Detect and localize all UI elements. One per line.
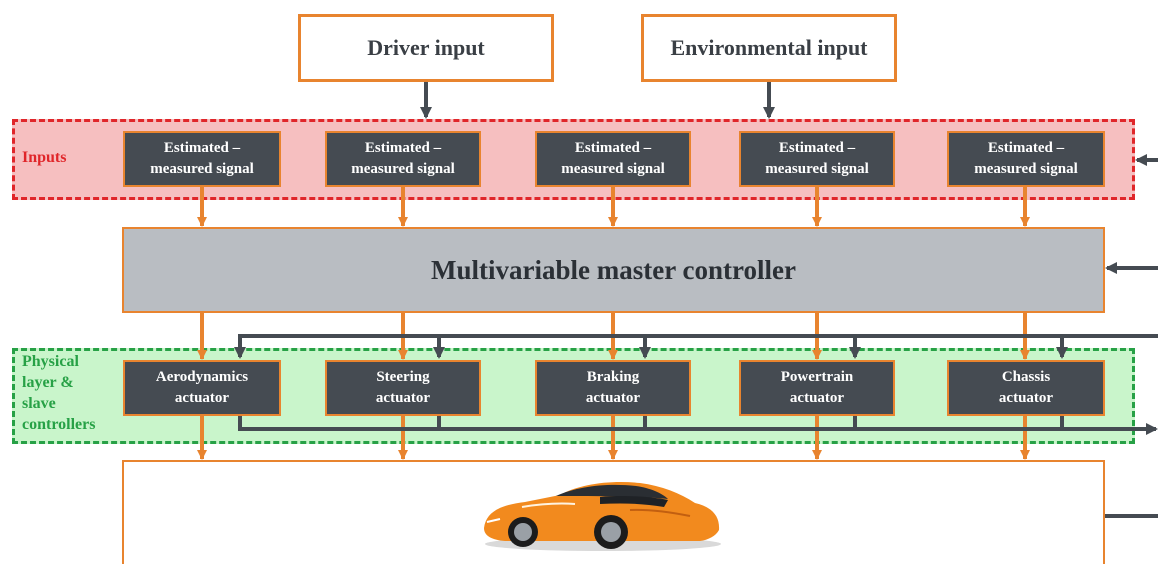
powertrain-actuator-box: Powertrain actuator	[739, 360, 895, 416]
signal-line2: measured signal	[974, 161, 1078, 177]
signal-line1: Estimated –	[163, 140, 241, 156]
chassis-actuator-box: Chassis actuator	[947, 360, 1105, 416]
actuator-line2: actuator	[375, 390, 431, 406]
actuator-line1: Steering	[376, 369, 430, 385]
physical-label-line: slave	[22, 395, 56, 412]
signal-box-3: Estimated – measured signal	[535, 131, 691, 187]
driver-input-label: Driver input	[367, 35, 485, 60]
actuator-line2: actuator	[789, 390, 845, 406]
signal-line1: Estimated –	[364, 140, 442, 156]
sports-car-image	[484, 482, 721, 551]
actuator-line1: Braking	[586, 369, 640, 385]
master-controller-label: Multivariable master controller	[431, 254, 796, 285]
actuator-line2: actuator	[585, 390, 641, 406]
actuator-line2: actuator	[174, 390, 230, 406]
signal-line2: measured signal	[765, 161, 869, 177]
physical-label-line: Physical	[22, 353, 79, 370]
signal-line2: measured signal	[150, 161, 254, 177]
physical-label-line: controllers	[22, 416, 96, 433]
actuator-line1: Aerodynamics	[155, 369, 249, 385]
signal-line1: Estimated –	[778, 140, 856, 156]
signal-line2: measured signal	[561, 161, 665, 177]
signal-line1: Estimated –	[574, 140, 652, 156]
signal-box-1: Estimated – measured signal	[123, 131, 281, 187]
physical-layer-label: Physical layer & slave controllers	[22, 351, 95, 435]
physical-label-line: layer &	[22, 374, 74, 391]
signal-box-2: Estimated – measured signal	[325, 131, 481, 187]
steering-actuator-box: Steering actuator	[325, 360, 481, 416]
environmental-input-box: Environmental input	[641, 14, 897, 82]
actuator-line1: Chassis	[1001, 369, 1051, 385]
inputs-region-label: Inputs	[22, 149, 67, 166]
braking-actuator-box: Braking actuator	[535, 360, 691, 416]
signal-line1: Estimated –	[987, 140, 1065, 156]
master-controller-box: Multivariable master controller	[122, 227, 1105, 313]
actuator-line1: Powertrain	[780, 369, 854, 385]
actuator-line2: actuator	[998, 390, 1054, 406]
signal-box-5: Estimated – measured signal	[947, 131, 1105, 187]
driver-input-box: Driver input	[298, 14, 554, 82]
environmental-input-label: Environmental input	[670, 35, 868, 60]
signal-box-4: Estimated – measured signal	[739, 131, 895, 187]
signal-line2: measured signal	[351, 161, 455, 177]
aerodynamics-actuator-box: Aerodynamics actuator	[123, 360, 281, 416]
